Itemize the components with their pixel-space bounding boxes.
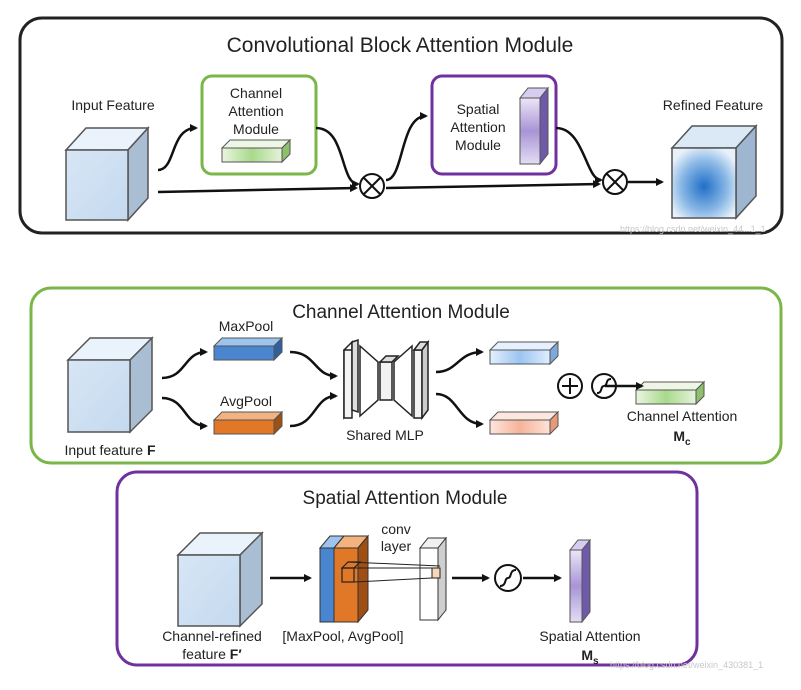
conv-label-line1: conv	[381, 521, 411, 537]
channel-title: Channel Attention Module	[292, 302, 510, 323]
avgpool-vector	[212, 410, 284, 436]
cbam-title: Convolutional Block Attention Module	[227, 34, 574, 57]
cbam-panel	[18, 16, 784, 235]
channel-output-symbol: Mc	[673, 428, 691, 448]
spatial-input-line1: Channel-refined	[162, 628, 262, 644]
cbam-arrows	[157, 112, 664, 194]
pooled-feature-maps	[318, 534, 370, 624]
cbam-channel-line2: Attention	[228, 103, 283, 119]
cbam-channel-line3: Module	[233, 121, 279, 137]
pool-label: [MaxPool, AvgPool]	[282, 628, 403, 644]
cbam-spatial-map	[518, 86, 550, 166]
shared-mlp	[343, 338, 430, 421]
spatial-input-cube	[176, 531, 264, 628]
channel-output-label: Channel Attention	[627, 408, 738, 424]
channel-input-label: Input feature F	[64, 442, 156, 458]
channel-attention-vector	[634, 380, 706, 406]
spatial-output-symbol: Ms	[581, 647, 599, 667]
cbam-spatial-line2: Attention	[450, 119, 505, 135]
conv-label-line2: layer	[381, 538, 412, 554]
spatial-attention-map	[568, 538, 592, 624]
watermark-1: https://blog.csdn.net/weixin_44...1_1	[620, 224, 766, 234]
cbam-channel-vector	[220, 138, 292, 164]
maxpool-vector	[212, 336, 284, 362]
cbam-spatial-line3: Module	[455, 137, 501, 153]
spatial-title: Spatial Attention Module	[303, 488, 508, 509]
mlp-avg-output	[488, 410, 560, 436]
spatial-output-label: Spatial Attention	[539, 628, 640, 644]
channel-input-cube	[66, 336, 154, 434]
cbam-input-cube	[64, 126, 150, 222]
avgpool-label: AvgPool	[220, 393, 272, 409]
cbam-input-label: Input Feature	[71, 97, 154, 113]
shared-mlp-label: Shared MLP	[346, 427, 424, 443]
maxpool-label: MaxPool	[219, 318, 273, 334]
cbam-refined-cube	[670, 124, 758, 220]
cbam-channel-line1: Channel	[230, 85, 282, 101]
conv-kernel-lines	[347, 561, 441, 583]
mlp-max-output	[488, 340, 560, 366]
cbam-output-label: Refined Feature	[663, 97, 764, 113]
conv-output-map	[418, 536, 448, 622]
cbam-spatial-line1: Spatial	[457, 101, 500, 117]
channel-arrows	[161, 348, 644, 430]
spatial-input-line2: feature F′	[182, 646, 242, 662]
watermark-2: https://blog.csdn.net/weixin_430381_1	[610, 660, 763, 670]
